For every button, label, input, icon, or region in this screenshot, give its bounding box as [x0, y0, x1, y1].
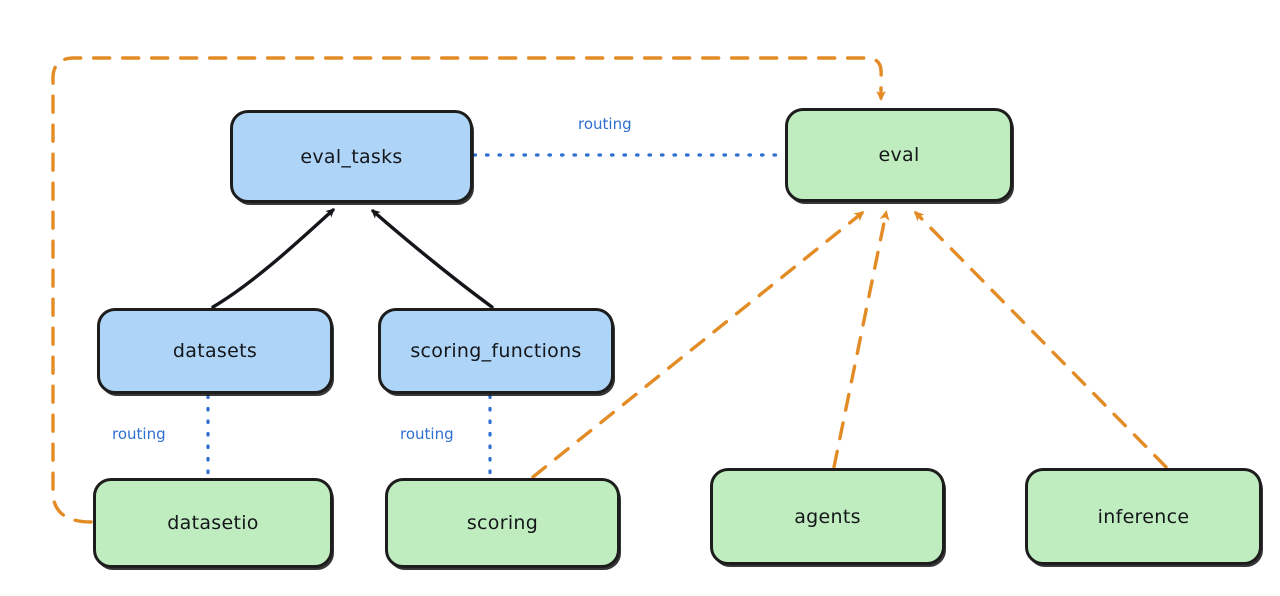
node-label-datasetio: datasetio [167, 512, 259, 534]
node-label-datasets: datasets [172, 340, 258, 362]
node-datasetio[interactable]: datasetio [93, 478, 333, 568]
node-inference[interactable]: inference [1025, 468, 1262, 565]
node-label-inference: inference [1097, 505, 1190, 528]
edge-label-routing-scoring-functions-scoring: routing [400, 425, 454, 443]
node-label-eval-tasks: eval_tasks [300, 145, 403, 168]
edge-label-routing-eval-tasks-eval: routing [578, 115, 632, 133]
node-label-eval: eval [878, 144, 920, 166]
edge-label-routing-datasets-datasetio: routing [112, 425, 166, 443]
edge-inference-to-eval [913, 210, 1168, 469]
node-agents[interactable]: agents [710, 468, 945, 565]
node-scoring-functions[interactable]: scoring_functions [378, 308, 614, 394]
node-scoring[interactable]: scoring [385, 478, 620, 568]
edge-scoring-functions-to-eval-tasks [371, 209, 494, 309]
node-eval[interactable]: eval [785, 108, 1013, 202]
node-label-agents: agents [794, 505, 861, 528]
node-eval-tasks[interactable]: eval_tasks [230, 110, 473, 203]
node-datasets[interactable]: datasets [97, 308, 333, 394]
node-label-scoring-functions: scoring_functions [410, 340, 582, 362]
node-label-scoring: scoring [466, 512, 539, 534]
edge-datasets-to-eval-tasks [211, 208, 335, 309]
edge-agents-to-eval [832, 210, 890, 469]
